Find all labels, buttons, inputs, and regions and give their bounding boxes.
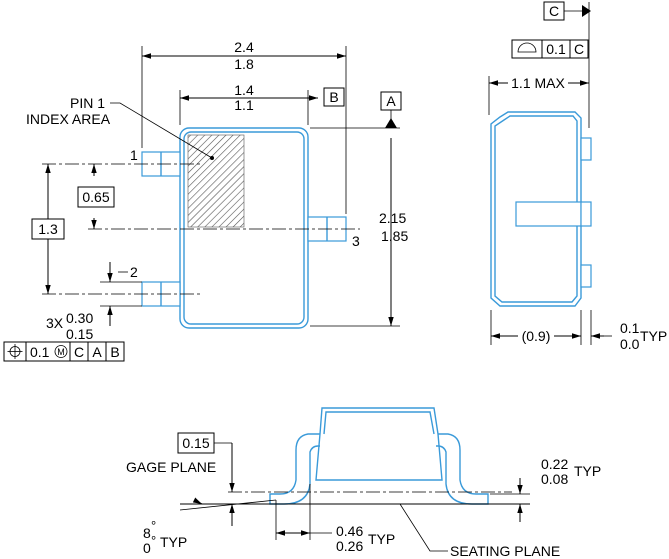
- standoff-min: 0.0: [620, 336, 640, 352]
- pitch-value: 0.65: [82, 189, 109, 205]
- span-box: [31, 218, 65, 240]
- detail-body: [315, 407, 443, 481]
- fcf-datum-2: A: [92, 344, 102, 360]
- angle-min: 0: [143, 540, 151, 556]
- pin1-label-line1: PIN 1: [70, 95, 105, 111]
- lead-width-min: 0.15: [66, 326, 93, 342]
- svg-text:°: °: [151, 518, 156, 533]
- standoff-typ: TYP: [640, 328, 667, 344]
- lead-thk-min: 0.08: [541, 471, 568, 487]
- detail-lead-right: [436, 433, 489, 505]
- lead-width-max: 0.30: [66, 310, 93, 326]
- side-body-thickness: (0.9): [522, 328, 551, 344]
- foot-min: 0.26: [336, 538, 363, 554]
- fcf-modifier: M: [57, 347, 65, 357]
- lead-thk-max: 0.22: [541, 456, 568, 472]
- pin-1-number: 1: [130, 147, 138, 163]
- standoff-max: 0.1: [620, 320, 640, 336]
- lead-count: 3X: [46, 315, 64, 331]
- span-value: 1.3: [38, 221, 58, 237]
- flatness-tolerance: 0.1: [546, 41, 566, 57]
- top-view: 2.4 1.8 1.4 1.1 B A 2.15 1.85 PIN 1 INDE…: [3, 39, 408, 362]
- angle-typ: TYP: [160, 534, 187, 550]
- side-lead-upper: [580, 137, 592, 161]
- pin-2-number: 2: [130, 264, 138, 280]
- detail-lead-left: [269, 433, 320, 505]
- gage-value: 0.15: [182, 435, 209, 451]
- pin-3-number: 3: [352, 233, 360, 249]
- overall-length-min: 1.8: [234, 56, 254, 72]
- side-body: [490, 111, 582, 307]
- datum-a-triangle: [385, 118, 397, 128]
- gage-plane-label: GAGE PLANE: [126, 459, 216, 475]
- height-min: 1.85: [381, 228, 408, 244]
- foot-typ: TYP: [368, 531, 395, 547]
- package-body-inner: [183, 131, 305, 325]
- overall-length-max: 2.4: [234, 39, 254, 55]
- pin1-label-line2: INDEX AREA: [26, 111, 111, 127]
- pitch-box: [77, 186, 115, 208]
- datum-a-label: A: [386, 93, 396, 109]
- lead-detail-view: 0.15 GAGE PLANE 8 ° 0 ° TYP 0.46 0.26 TY…: [126, 407, 601, 559]
- fcf-datum-3: B: [110, 344, 119, 360]
- side-lead-mid: [580, 201, 592, 227]
- svg-text:°: °: [151, 533, 156, 548]
- height-max: 2.15: [379, 210, 406, 226]
- angle-max: 8: [143, 525, 151, 541]
- datum-b-box: [323, 87, 345, 107]
- side-lead-lower: [580, 264, 592, 288]
- datum-b-label: B: [329, 89, 338, 105]
- lead-thk-typ: TYP: [574, 463, 601, 479]
- fcf-tolerance: 0.1: [30, 344, 50, 360]
- feature-control-frame: 0.1 M C A B: [3, 341, 125, 362]
- side-height-max: 1.1 MAX: [511, 75, 565, 91]
- pin1-index-area: [187, 134, 245, 228]
- seating-plane-label: SEATING PLANE: [450, 543, 560, 559]
- body-length-min: 1.1: [234, 97, 254, 113]
- fcf-datum-1: C: [74, 344, 84, 360]
- datum-c-label: C: [549, 3, 559, 19]
- foot-max: 0.46: [336, 523, 363, 539]
- side-view: C 0.1 C 1.1 MAX (0.9) 0.1 0.0: [488, 1, 667, 352]
- body-length-max: 1.4: [234, 82, 254, 98]
- flatness-datum: C: [574, 41, 584, 57]
